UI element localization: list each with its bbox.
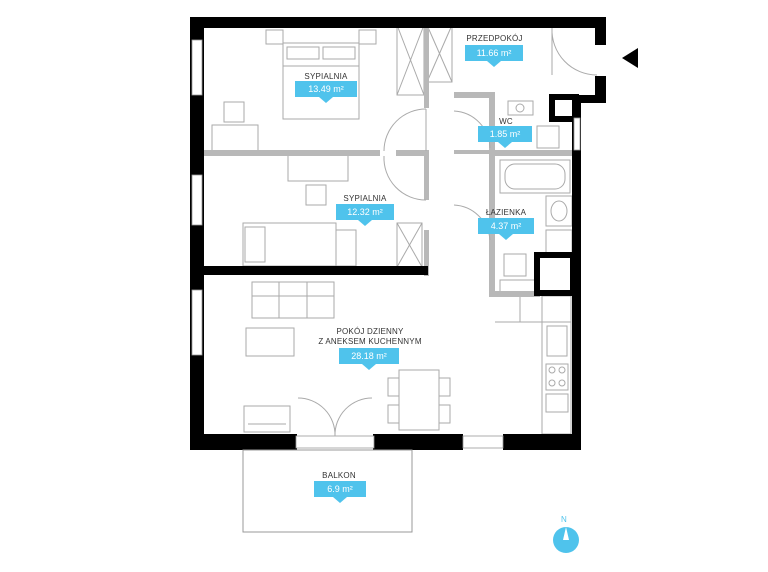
- room-label-bedroom-2: SYPIALNIA: [343, 194, 387, 203]
- toilet: [536, 125, 560, 149]
- room-label-wc: WC: [499, 117, 513, 126]
- bathtub-inner: [504, 163, 566, 190]
- room-label-bedroom-1: SYPIALNIA: [304, 72, 348, 81]
- cabinet: [499, 279, 537, 293]
- dining-table: [398, 369, 440, 431]
- area-tag-living-room: 28.18 m²: [339, 348, 399, 370]
- oven: [545, 393, 569, 413]
- chair: [305, 184, 327, 206]
- area-tag-bedroom-1: 13.49 m²: [295, 81, 357, 103]
- area-tag-bedroom-2: 12.32 m²: [336, 204, 394, 226]
- nightstand: [335, 229, 357, 267]
- wc-sink: [507, 100, 534, 116]
- balcony: [242, 449, 413, 533]
- room-label-living-room-line2: Z ANEKSEM KUCHENNYM: [318, 337, 422, 346]
- sink: [546, 325, 568, 357]
- sofa: [251, 281, 335, 319]
- exterior-walls: [190, 17, 606, 450]
- compass-north-label: N: [561, 515, 567, 524]
- desk: [287, 154, 349, 182]
- tv-cabinet: [243, 405, 291, 433]
- nightstand: [358, 29, 377, 45]
- pillow: [244, 226, 266, 263]
- cooktop: [545, 363, 569, 391]
- room-label-hallway: PRZEDPOKÓJ: [466, 34, 523, 43]
- desk: [211, 124, 259, 153]
- chair: [223, 101, 245, 123]
- chair: [438, 404, 451, 424]
- bed-1: [282, 42, 360, 120]
- nightstand: [265, 29, 284, 45]
- room-label-balcony: BALKON: [322, 471, 356, 480]
- interior-walls: [204, 24, 575, 297]
- chair: [438, 377, 451, 397]
- bed-2: [242, 222, 337, 267]
- toilet: [503, 253, 527, 277]
- bathtub: [499, 159, 571, 194]
- area-tag-balcony: 6.9 m²: [314, 481, 366, 503]
- entrance-arrow-icon: [622, 48, 638, 68]
- compass-icon: N: [553, 515, 579, 553]
- coffee-table: [245, 327, 295, 357]
- chair: [387, 377, 400, 397]
- room-label-living-room-line1: POKÓJ DZIENNY: [336, 327, 404, 336]
- area-tag-hallway: 11.66 m²: [465, 45, 523, 67]
- chair: [387, 404, 400, 424]
- pillow: [286, 46, 320, 60]
- pillow: [322, 46, 356, 60]
- room-label-bathroom: ŁAZIENKA: [485, 208, 527, 217]
- area-tag-bathroom: 4.37 m²: [478, 218, 534, 240]
- area-tag-wc: 1.85 m²: [478, 126, 532, 148]
- doors: [297, 27, 598, 437]
